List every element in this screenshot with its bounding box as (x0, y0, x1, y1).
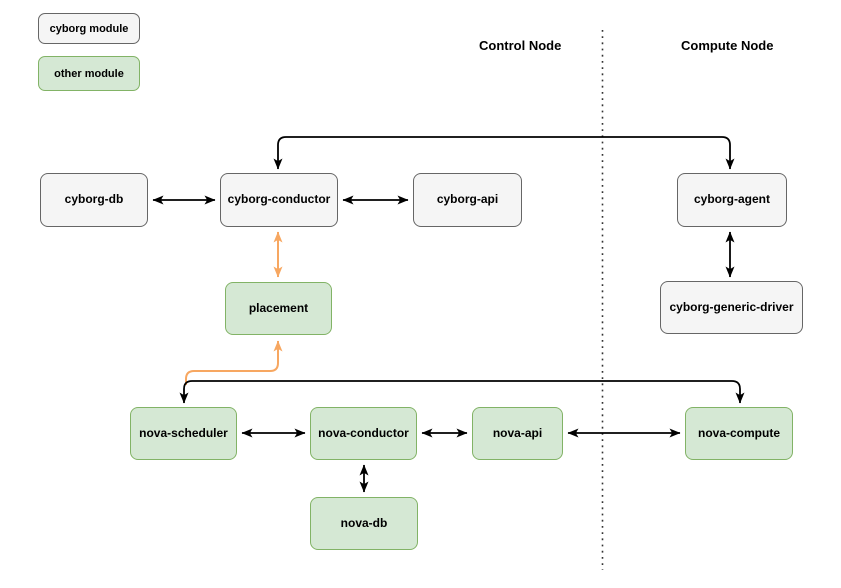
node-cyborg-agent: cyborg-agent (677, 173, 787, 227)
node-nova-conductor: nova-conductor (310, 407, 417, 460)
legend-cyborg-module: cyborg module (38, 13, 140, 44)
legend-other-module: other module (38, 56, 140, 91)
node-cyborg-api: cyborg-api (413, 173, 522, 227)
node-nova-scheduler: nova-scheduler (130, 407, 237, 460)
edge-cyborgconductor-cyborgagent (273, 136, 735, 170)
node-nova-db: nova-db (310, 497, 418, 550)
node-placement: placement (225, 282, 332, 335)
node-cyborg-generic-driver: cyborg-generic-driver (660, 281, 803, 334)
node-cyborg-db: cyborg-db (40, 173, 148, 227)
edge-novascheduler-novacompute (179, 380, 745, 404)
node-cyborg-conductor: cyborg-conductor (220, 173, 338, 227)
control-node-title: Control Node (479, 38, 562, 53)
node-nova-api: nova-api (472, 407, 563, 460)
node-nova-compute: nova-compute (685, 407, 793, 460)
compute-node-title: Compute Node (681, 38, 774, 53)
edge-novascheduler-placement (185, 340, 283, 385)
